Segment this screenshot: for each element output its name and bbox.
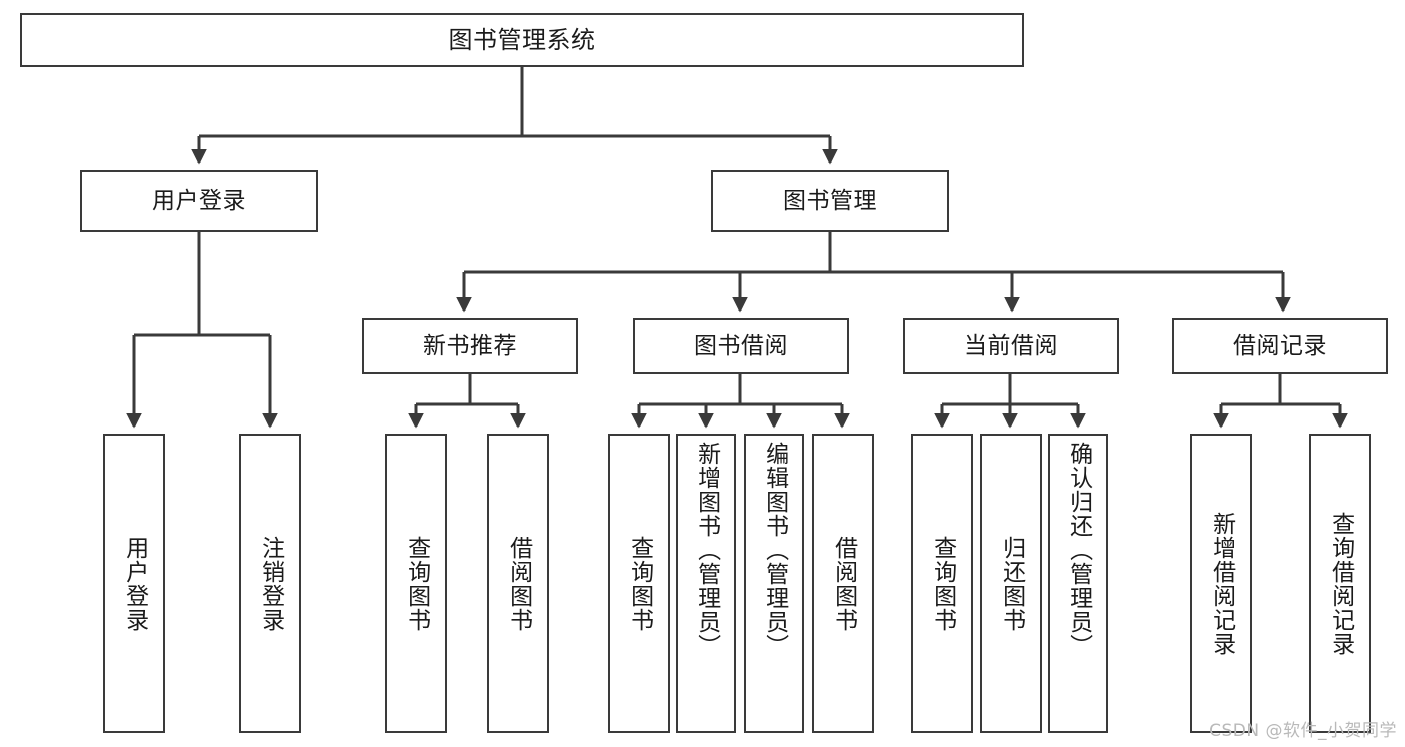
node-leaf-return-book-label: 归还图书: [998, 535, 1025, 632]
node-leaf-logout-label: 注销登录: [257, 535, 284, 632]
node-leaf-query-book-2-label: 查询图书: [626, 535, 653, 632]
node-leaf-query-book-1-label: 查询图书: [403, 535, 430, 632]
node-leaf-borrow-book-1-label: 借阅图书: [505, 535, 532, 632]
node-user-login-label: 用户登录: [152, 187, 246, 214]
node-book-borrow-label: 图书借阅: [694, 332, 788, 359]
node-leaf-user-login[interactable]: 用户登录: [103, 434, 165, 733]
node-leaf-query-record[interactable]: 查询借阅记录: [1309, 434, 1371, 733]
node-book-manage-label: 图书管理: [783, 187, 877, 214]
node-leaf-query-book-1[interactable]: 查询图书: [385, 434, 447, 733]
node-leaf-confirm-return[interactable]: 确认归还（管理员）: [1048, 434, 1108, 733]
node-root[interactable]: 图书管理系统: [20, 13, 1024, 67]
node-leaf-add-book-label: 新增图书（管理员）: [693, 442, 720, 658]
node-new-book-recommend-label: 新书推荐: [423, 332, 517, 359]
node-leaf-logout[interactable]: 注销登录: [239, 434, 301, 733]
node-borrow-record-label: 借阅记录: [1233, 332, 1327, 359]
node-leaf-add-book[interactable]: 新增图书（管理员）: [676, 434, 736, 733]
node-new-book-recommend[interactable]: 新书推荐: [362, 318, 578, 374]
node-leaf-edit-book[interactable]: 编辑图书（管理员）: [744, 434, 804, 733]
node-current-borrow-label: 当前借阅: [964, 332, 1058, 359]
node-user-login[interactable]: 用户登录: [80, 170, 318, 232]
node-root-label: 图书管理系统: [448, 26, 596, 54]
csdn-watermark: CSDN @软件_小贺同学: [1209, 721, 1397, 741]
node-leaf-add-record-label: 新增借阅记录: [1208, 511, 1235, 656]
node-leaf-borrow-book-1[interactable]: 借阅图书: [487, 434, 549, 733]
node-leaf-user-login-label: 用户登录: [121, 535, 148, 632]
node-book-manage[interactable]: 图书管理: [711, 170, 949, 232]
node-leaf-query-book-3[interactable]: 查询图书: [911, 434, 973, 733]
node-leaf-borrow-book-2-label: 借阅图书: [830, 535, 857, 632]
node-leaf-query-record-label: 查询借阅记录: [1327, 511, 1354, 656]
node-leaf-query-book-3-label: 查询图书: [929, 535, 956, 632]
node-leaf-edit-book-label: 编辑图书（管理员）: [761, 442, 788, 658]
node-leaf-borrow-book-2[interactable]: 借阅图书: [812, 434, 874, 733]
node-leaf-return-book[interactable]: 归还图书: [980, 434, 1042, 733]
node-leaf-confirm-return-label: 确认归还（管理员）: [1065, 442, 1092, 658]
node-book-borrow[interactable]: 图书借阅: [633, 318, 849, 374]
node-leaf-add-record[interactable]: 新增借阅记录: [1190, 434, 1252, 733]
node-current-borrow[interactable]: 当前借阅: [903, 318, 1119, 374]
node-leaf-query-book-2[interactable]: 查询图书: [608, 434, 670, 733]
node-borrow-record[interactable]: 借阅记录: [1172, 318, 1388, 374]
